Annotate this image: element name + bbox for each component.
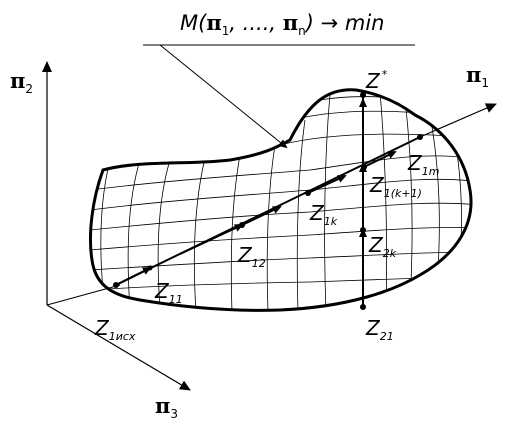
label-z1k: Z1k (309, 201, 338, 228)
objective-formula: M(π1, ...., πn) → min (180, 10, 384, 38)
point-zstar (360, 92, 366, 98)
point-z21 (360, 304, 366, 310)
label-z1ucx: Z1исх (94, 316, 136, 343)
axis-pi3 (46, 304, 191, 391)
point-z1k1 (361, 164, 367, 170)
points (113, 92, 423, 310)
point-z1m (417, 134, 423, 140)
axis-label-pi1: π1 (466, 62, 489, 90)
point-z2k (360, 227, 366, 233)
point-z11 (147, 265, 153, 271)
label-z11: Z11 (154, 279, 183, 306)
label-zstar: Z* (365, 68, 388, 93)
label-z1k1: Z1(k+1) (369, 173, 422, 200)
point-z12 (239, 222, 245, 228)
axis-label-pi2: π2 (10, 68, 33, 96)
point-z1ucx (113, 282, 119, 288)
formula-leader (159, 44, 288, 149)
label-z1m: Z1m (407, 151, 439, 178)
point-z1k (305, 190, 311, 196)
search-path-z1 (115, 136, 421, 286)
label-z2k: Z2k (368, 233, 397, 260)
label-z12: Z12 (237, 243, 266, 270)
surface-outline (89, 88, 473, 312)
axis-label-pi3: π3 (155, 393, 178, 421)
label-z21: Z21 (365, 316, 394, 343)
axis-pi1 (419, 103, 497, 138)
